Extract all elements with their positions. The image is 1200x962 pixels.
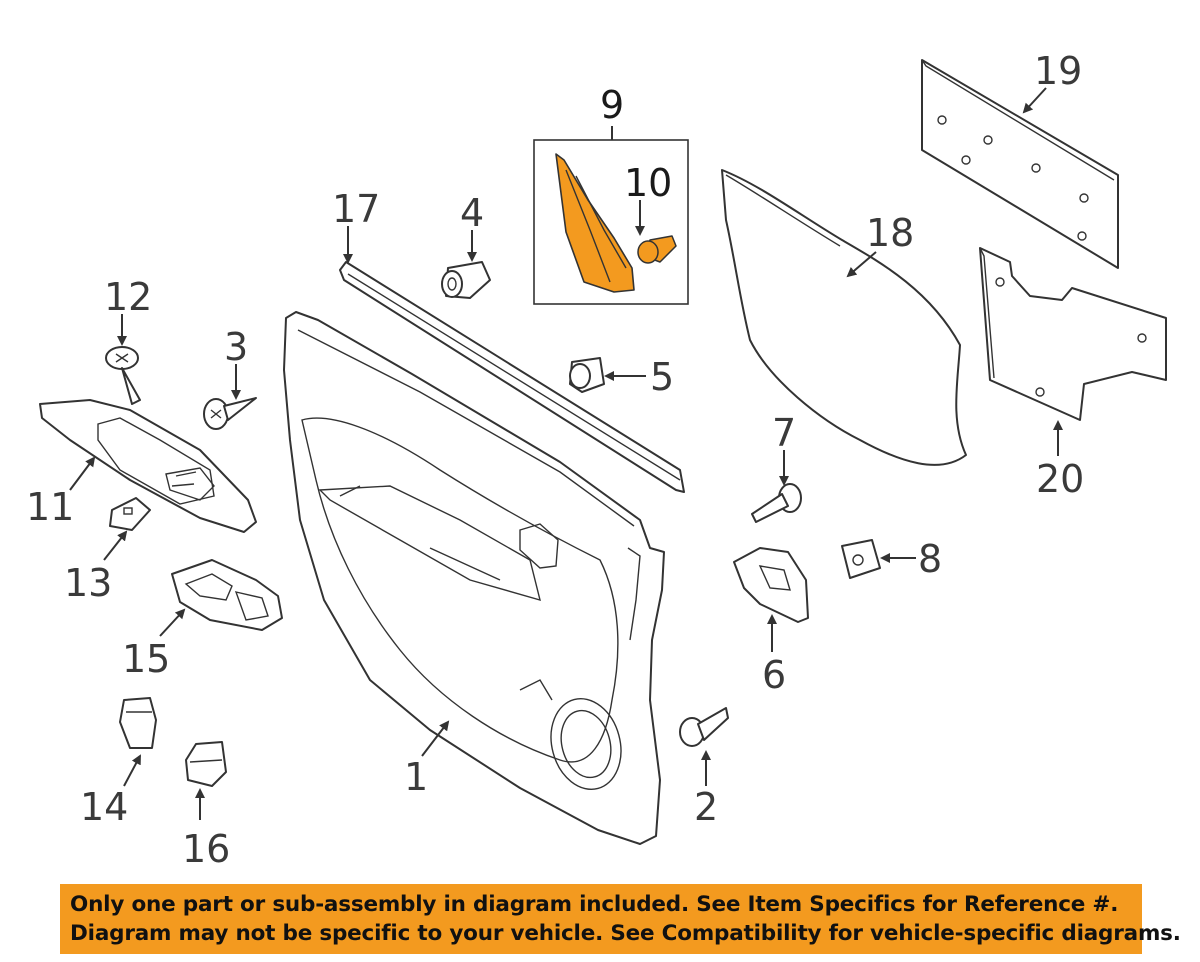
callout-15: 15 xyxy=(122,637,170,681)
callout-2: 2 xyxy=(694,785,718,829)
callout-19: 19 xyxy=(1034,49,1082,93)
callout-4: 4 xyxy=(460,191,484,235)
part-16-switch xyxy=(185,741,227,787)
part-7-pin xyxy=(751,483,802,523)
part-1-door-trim-panel xyxy=(283,311,665,845)
callout-5: 5 xyxy=(650,355,674,399)
callout-9: 9 xyxy=(600,83,624,127)
callout-1: 1 xyxy=(404,755,428,799)
part-15-window-switch xyxy=(171,559,283,631)
part-10-clip-highlighted xyxy=(637,235,677,264)
part-19-panel xyxy=(921,59,1119,269)
callout-10: 10 xyxy=(624,161,672,205)
part-13-clip xyxy=(109,497,151,531)
part-18-watershield xyxy=(721,169,967,466)
disclaimer-line-2: Diagram may not be specific to your vehi… xyxy=(70,921,1181,946)
callout-14: 14 xyxy=(80,785,128,829)
callout-numbers: 9 10 4 17 5 12 3 11 13 15 14 16 1 2 6 8 … xyxy=(26,49,1084,871)
callout-7: 7 xyxy=(772,411,796,455)
part-4-grommet xyxy=(441,261,491,299)
part-11-switch-bezel xyxy=(39,399,257,533)
part-9-inset-box xyxy=(533,139,689,305)
part-14-switch xyxy=(119,697,157,749)
callout-3: 3 xyxy=(224,325,248,369)
callout-11: 11 xyxy=(26,485,74,529)
disclaimer-line-1: Only one part or sub-assembly in diagram… xyxy=(70,892,1119,917)
part-2-pin xyxy=(679,707,729,747)
callout-8: 8 xyxy=(918,537,942,581)
part-3-screw xyxy=(203,397,257,430)
leader-lines xyxy=(69,87,1063,820)
callout-17: 17 xyxy=(332,187,380,231)
callout-18: 18 xyxy=(866,211,914,255)
callout-6: 6 xyxy=(762,653,786,697)
callout-20: 20 xyxy=(1036,457,1084,501)
part-8-clip xyxy=(841,539,881,579)
callout-12: 12 xyxy=(104,275,152,319)
callout-13: 13 xyxy=(64,561,112,605)
part-12-screw xyxy=(105,346,141,405)
part-20-insulator xyxy=(979,247,1167,421)
callout-16: 16 xyxy=(182,827,230,871)
part-5-clip xyxy=(569,357,605,393)
disclaimer-banner: Only one part or sub-assembly in diagram… xyxy=(60,884,1181,954)
part-6-handle-bracket xyxy=(733,547,809,623)
